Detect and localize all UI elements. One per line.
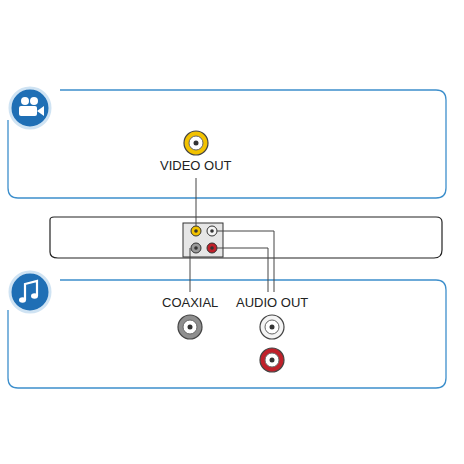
audio-jack-white (260, 315, 284, 339)
audio-panel-box: COAXIAL AUDIO OUT (8, 280, 446, 388)
video-panel (8, 90, 446, 198)
video-panel-box: VIDEO OUT (8, 90, 446, 198)
device-jacks (191, 226, 217, 253)
leader-lines (190, 178, 274, 292)
port-label: AUDIO OUT (234, 295, 310, 310)
audio-icon (10, 272, 50, 312)
audio-jack-red (260, 348, 284, 372)
coaxial-jack (178, 315, 202, 339)
player-body (50, 217, 442, 258)
port-label: VIDEO OUT (158, 158, 234, 173)
jack-panel (183, 223, 223, 257)
video-jack (184, 131, 208, 155)
video-icon (10, 88, 50, 128)
port-label: COAXIAL (160, 295, 220, 310)
audio-panel (8, 280, 446, 388)
